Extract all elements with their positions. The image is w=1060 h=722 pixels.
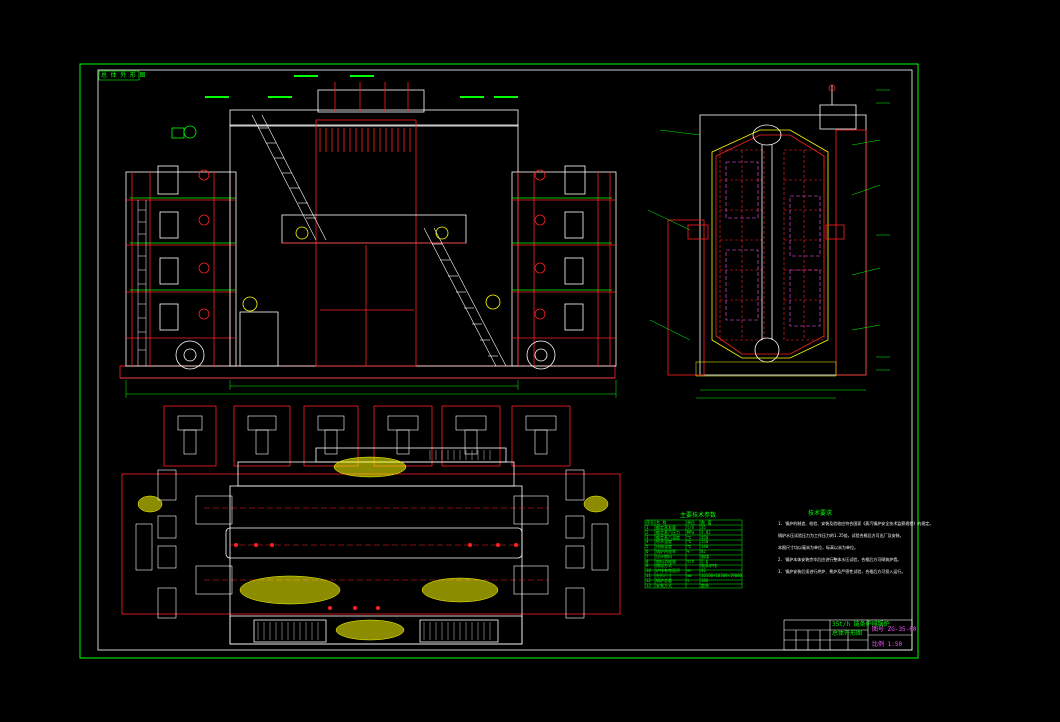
bom-table-cell: 11 bbox=[646, 573, 651, 578]
bom-table-cell: t bbox=[687, 577, 690, 583]
bom-table-cell: 10 bbox=[646, 568, 651, 574]
bom-table-cell: 排烟温度 bbox=[656, 544, 672, 550]
notes-line: 本图尺寸均以毫米为单位，标高以米为单位。 bbox=[778, 545, 858, 550]
title-block-drawing-number: 图号 ZG-35-00 bbox=[872, 626, 917, 633]
bom-table-cell: 35 bbox=[701, 525, 706, 530]
bom-table-cell: 烟煤 bbox=[701, 553, 709, 559]
bom-table-cell: 散装 bbox=[701, 582, 709, 588]
bom-table-header-cell: 名 称 bbox=[656, 520, 667, 525]
bom-table-cell: 燃烧方式 bbox=[656, 563, 672, 569]
bom-table-cell: 额定蒸发量 bbox=[656, 525, 676, 530]
notes-title: 技术要求 bbox=[808, 510, 833, 517]
bom-table-cell: 锅炉热效率 bbox=[656, 549, 676, 554]
bom-table-cell: 82 bbox=[701, 549, 706, 554]
bom-table-cell: 锅炉总重 bbox=[656, 577, 672, 583]
plan-view bbox=[121, 447, 621, 645]
bom-table-cell: 6 bbox=[646, 549, 649, 554]
bom-table bbox=[644, 519, 743, 589]
bom-table-cell: mm bbox=[687, 573, 692, 578]
bom-table-cell: 5.6 bbox=[701, 558, 709, 564]
bom-table-cell: 安装方式 bbox=[656, 582, 672, 588]
side-section-view bbox=[647, 84, 890, 399]
bom-table-cell: MPa bbox=[687, 529, 695, 535]
bom-table-cell: 9 bbox=[646, 563, 649, 569]
bom-table-cell: 燃料消耗量 bbox=[656, 558, 676, 564]
bom-table-cell: 186 bbox=[701, 577, 709, 583]
bom-table-cell: % bbox=[687, 549, 690, 554]
bom-table-cell: 外形尺寸 bbox=[656, 573, 672, 578]
bom-table-cell: t/h bbox=[687, 525, 695, 530]
bom-table-header-cell: 单位 bbox=[687, 520, 695, 525]
bom-table-cell: 额定蒸汽温度 bbox=[656, 534, 680, 540]
bom-table-cell: 150 bbox=[701, 539, 709, 545]
bom-table-cell: 链条炉排 bbox=[701, 563, 717, 569]
title-block bbox=[783, 619, 913, 651]
bom-table-cell: 42 bbox=[701, 568, 706, 574]
title-block-title: 35t/h 链条炉排锅炉 bbox=[832, 621, 890, 628]
bom-table-cell: t/h bbox=[687, 558, 695, 564]
notes-line: 2. 锅炉本体安装完毕后应进行整体水压试验，合格后方可砌筑炉墙。 bbox=[778, 557, 902, 562]
bom-table-cell: m² bbox=[687, 568, 692, 574]
bom-table-cell: 8 bbox=[646, 558, 649, 564]
bom-table-cell: 450 bbox=[701, 534, 709, 540]
notes-line: 3. 锅炉安装后须进行烘炉、煮炉及严密性试验，合格后方可投入运行。 bbox=[778, 569, 906, 574]
bom-table-cell: ℃ bbox=[687, 544, 692, 550]
bom-table-cell: 12 bbox=[646, 577, 651, 583]
bom-table-cell: 16500×10300×19000 bbox=[701, 573, 742, 578]
title-block-scale: 比例 1:50 bbox=[872, 641, 903, 648]
bom-table-title: 主要技术参数 bbox=[680, 512, 717, 519]
bom-table-cell: 给水温度 bbox=[656, 539, 672, 545]
component-detail-row bbox=[163, 405, 571, 467]
bom-table-cell: 4 bbox=[646, 539, 649, 545]
bom-table-cell: 3.82 bbox=[701, 529, 711, 535]
bom-table-cell: 炉排有效面积 bbox=[656, 568, 680, 574]
notes-line: 锅炉水压试验压力为工作压力的1.25倍，试验合格后方可出厂及安装。 bbox=[778, 533, 904, 538]
bom-table-cell: 5 bbox=[646, 544, 649, 550]
title-block-subtitle: 总体外形图 bbox=[832, 630, 863, 637]
inner-sheet-border bbox=[97, 69, 913, 651]
bom-table-cell: ℃ bbox=[687, 539, 692, 545]
sheet-stamp-box bbox=[98, 70, 140, 81]
bom-table-header-cell: 数 值 bbox=[701, 520, 712, 525]
bom-table-cell: 2 bbox=[646, 529, 649, 535]
bom-table-cell: 7 bbox=[646, 553, 649, 559]
bom-table-cell: 1 bbox=[646, 525, 649, 530]
bom-table-cell: 140 bbox=[701, 544, 709, 550]
outer-sheet-border bbox=[79, 63, 919, 659]
sheet-stamp-label: 总 体 外 形 图 bbox=[101, 72, 146, 79]
bom-table-cell: ℃ bbox=[687, 534, 692, 540]
bom-table-cell: 13 bbox=[646, 582, 651, 588]
front-elevation-view bbox=[119, 75, 617, 398]
bom-table-cell: 额定蒸汽压力 bbox=[656, 529, 680, 535]
notes-line: 1. 锅炉的制造、检验、安装及验收应符合国家《蒸汽锅炉安全技术监察规程》的规定。 bbox=[778, 521, 934, 526]
bom-table-cell: 设计燃料 bbox=[656, 553, 672, 559]
bom-table-header-cell: 序号 bbox=[646, 520, 654, 525]
bom-table-cell: 3 bbox=[646, 534, 649, 540]
